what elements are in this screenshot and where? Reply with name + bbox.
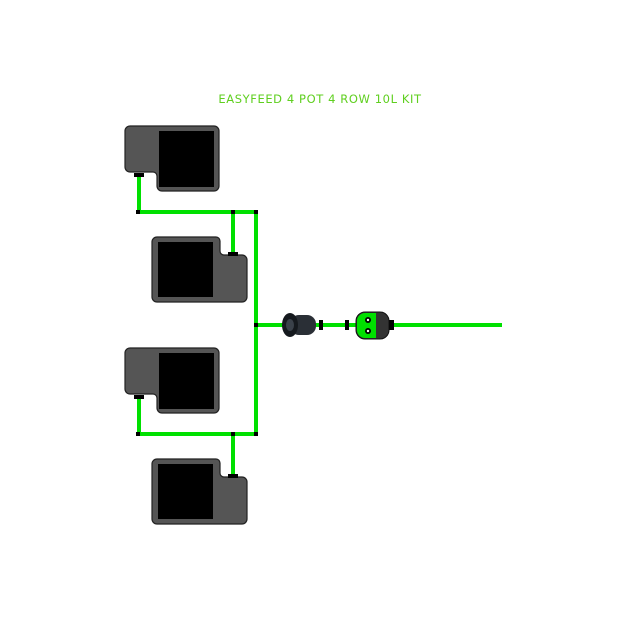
valve-icon [355,311,390,340]
connectors [134,173,394,478]
diagram-title: EASYFEED 4 POT 4 ROW 10L KIT [218,92,422,106]
pump-icon [282,313,316,337]
